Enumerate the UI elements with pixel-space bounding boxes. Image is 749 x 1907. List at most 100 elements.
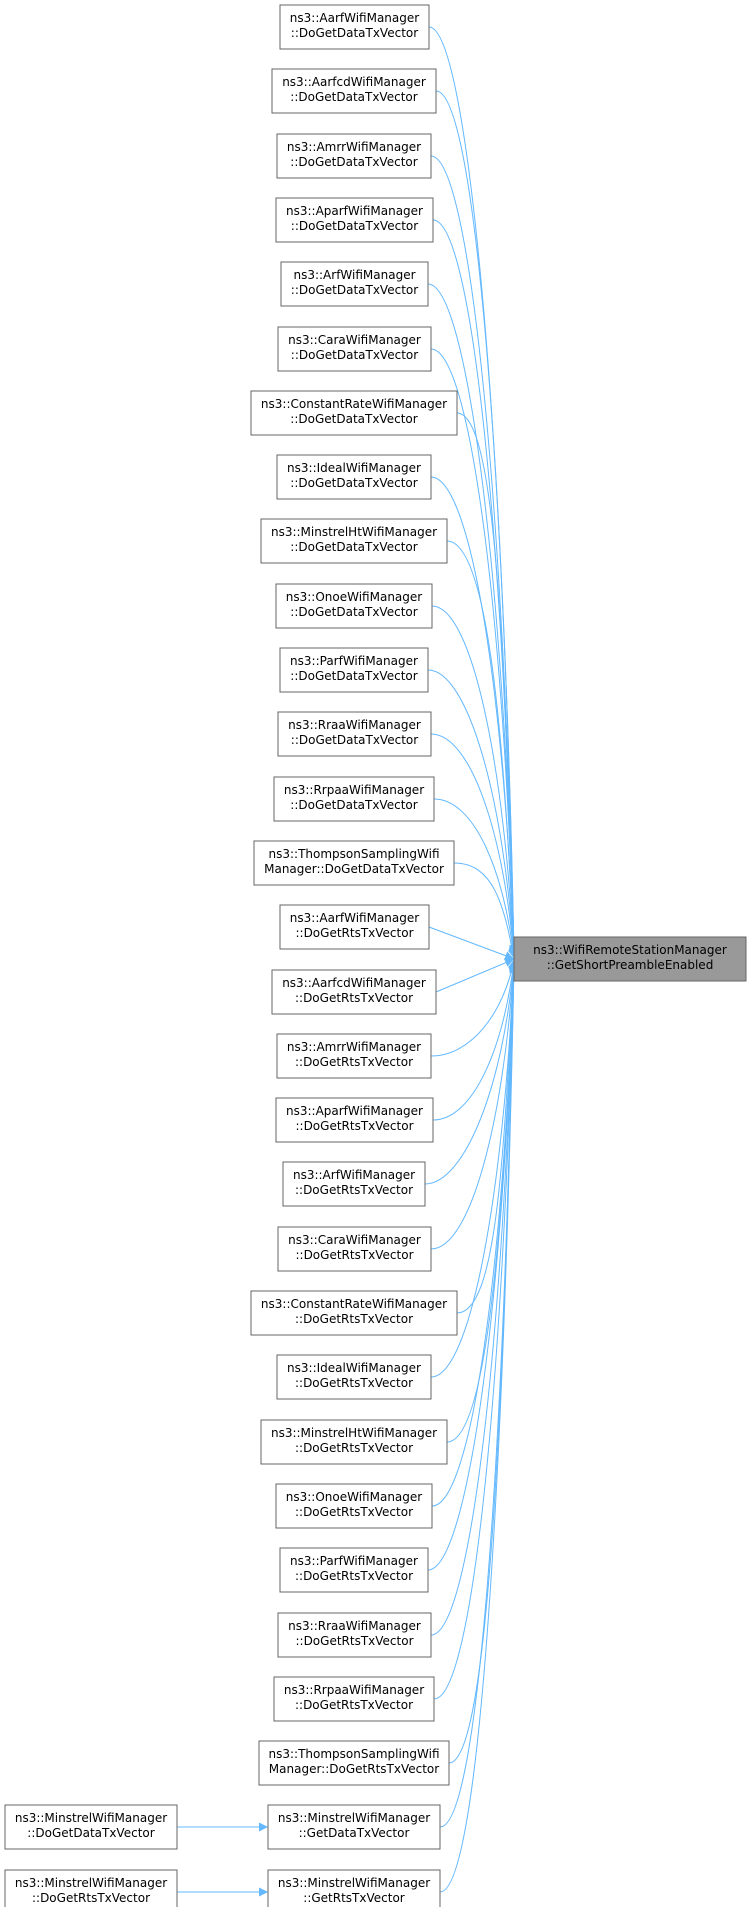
caller-node-onoe-data-label-line2: ::DoGetDataTxVector bbox=[290, 605, 417, 619]
call-edge-rrpaa-data bbox=[433, 798, 518, 959]
caller-node-constantrate-rts[interactable]: ns3::ConstantRateWifiManager::DoGetRtsTx… bbox=[250, 1290, 458, 1336]
caller-node-arf-rts[interactable]: ns3::ArfWifiManager::DoGetRtsTxVector bbox=[282, 1161, 426, 1207]
caller-node-cara-rts[interactable]: ns3::CaraWifiManager::DoGetRtsTxVector bbox=[277, 1226, 432, 1272]
caller-node-arf-data-label-line2: ::DoGetDataTxVector bbox=[291, 283, 418, 297]
call-edge-aarf-rts bbox=[428, 926, 515, 960]
caller-node-aarfcd-rts-label-line2: ::DoGetRtsTxVector bbox=[295, 991, 413, 1005]
caller-node-arf-rts-box bbox=[282, 1161, 426, 1207]
caller-node-constantrate-rts-label-line1: ns3::ConstantRateWifiManager bbox=[261, 1297, 447, 1311]
caller-node-onoe-rts-label-line1: ns3::OnoeWifiManager bbox=[286, 1490, 423, 1504]
caller-node-aarf-rts-label-line2: ::DoGetRtsTxVector bbox=[295, 926, 413, 940]
caller-node-minstrelht-rts[interactable]: ns3::MinstrelHtWifiManager::DoGetRtsTxVe… bbox=[260, 1419, 448, 1465]
caller-node-minstrelht-data[interactable]: ns3::MinstrelHtWifiManager::DoGetDataTxV… bbox=[260, 518, 448, 564]
caller-node-aarf-data-label-line2: ::DoGetDataTxVector bbox=[291, 26, 418, 40]
call-edge-rrpaa-rts bbox=[433, 963, 519, 1700]
call-edge-cara-data bbox=[430, 348, 519, 956]
target-node-box bbox=[513, 936, 747, 982]
caller-node-rrpaa-rts-label-line1: ns3::RrpaaWifiManager bbox=[284, 1683, 424, 1697]
caller-node-rrpaa-rts-box bbox=[273, 1676, 435, 1722]
call-edge-minstrelht-data bbox=[446, 540, 519, 957]
caller-node-aarfcd-data[interactable]: ns3::AarfcdWifiManager::DoGetDataTxVecto… bbox=[271, 68, 437, 114]
caller-node-minstrelht-rts-label-line2: ::DoGetRtsTxVector bbox=[295, 1441, 413, 1455]
caller-node-aarf-rts[interactable]: ns3::AarfWifiManager::DoGetRtsTxVector bbox=[279, 904, 430, 950]
caller-node-cara-data-label-line2: ::DoGetDataTxVector bbox=[291, 348, 418, 362]
caller-node-minstrel-getrts[interactable]: ns3::MinstrelWifiManager::GetRtsTxVector bbox=[267, 1869, 441, 1907]
caller-node-constantrate-data-label-line1: ns3::ConstantRateWifiManager bbox=[261, 397, 447, 411]
caller-node-aarfcd-rts-label-line1: ns3::AarfcdWifiManager bbox=[282, 976, 426, 990]
call-edge-aarfcd-rts bbox=[435, 958, 515, 993]
secondary-node-minstrel-dogetdata-label-line2: ::DoGetDataTxVector bbox=[27, 1826, 154, 1840]
caller-node-rraa-rts-label-line2: ::DoGetRtsTxVector bbox=[295, 1634, 413, 1648]
call-edge-aarfcd-data bbox=[435, 90, 519, 955]
caller-node-thompson-data-label-line1: ns3::ThompsonSamplingWifi bbox=[268, 847, 439, 861]
call-edge-constantrate-data bbox=[456, 412, 519, 957]
caller-node-aarf-rts-label-line1: ns3::AarfWifiManager bbox=[290, 911, 419, 925]
caller-node-rrpaa-rts[interactable]: ns3::RrpaaWifiManager::DoGetRtsTxVector bbox=[273, 1676, 435, 1722]
caller-node-amrr-rts-label-line2: ::DoGetRtsTxVector bbox=[295, 1055, 413, 1069]
caller-node-thompson-rts-label-line1: ns3::ThompsonSamplingWifi bbox=[268, 1747, 439, 1761]
caller-node-aarfcd-rts[interactable]: ns3::AarfcdWifiManager::DoGetRtsTxVector bbox=[271, 969, 437, 1015]
caller-node-amrr-data-box bbox=[276, 133, 432, 179]
caller-node-constantrate-rts-box bbox=[250, 1290, 458, 1336]
caller-node-rraa-data[interactable]: ns3::RraaWifiManager::DoGetDataTxVector bbox=[277, 711, 432, 757]
caller-node-constantrate-data[interactable]: ns3::ConstantRateWifiManager::DoGetDataT… bbox=[250, 390, 458, 436]
caller-node-minstrel-getrts-box bbox=[267, 1869, 441, 1907]
caller-node-parf-rts[interactable]: ns3::ParfWifiManager::DoGetRtsTxVector bbox=[279, 1547, 429, 1593]
call-edge-minstrel-getrts bbox=[439, 964, 519, 1893]
caller-node-thompson-data[interactable]: ns3::ThompsonSamplingWifiManager::DoGetD… bbox=[253, 840, 455, 886]
call-edge-thompson-data bbox=[453, 862, 517, 959]
secondary-node-minstrel-dogetrts[interactable]: ns3::MinstrelWifiManager::DoGetRtsTxVect… bbox=[4, 1869, 178, 1907]
caller-node-onoe-rts-box bbox=[275, 1483, 433, 1529]
caller-node-aparf-data-box bbox=[275, 197, 434, 243]
caller-node-aparf-data-label-line1: ns3::AparfWifiManager bbox=[286, 204, 423, 218]
secondary-node-minstrel-dogetdata-label-line1: ns3::MinstrelWifiManager bbox=[15, 1811, 167, 1825]
caller-node-minstrel-getrts-label-line2: ::GetRtsTxVector bbox=[303, 1891, 405, 1905]
caller-node-thompson-rts-label-line2: Manager::DoGetRtsTxVector bbox=[269, 1762, 439, 1776]
caller-node-aparf-rts[interactable]: ns3::AparfWifiManager::DoGetRtsTxVector bbox=[275, 1097, 434, 1143]
caller-node-cara-rts-label-line1: ns3::CaraWifiManager bbox=[288, 1233, 421, 1247]
caller-node-ideal-data[interactable]: ns3::IdealWifiManager::DoGetDataTxVector bbox=[276, 454, 432, 500]
caller-node-rrpaa-data[interactable]: ns3::RrpaaWifiManager::DoGetDataTxVector bbox=[273, 776, 435, 822]
caller-node-minstrel-getdata[interactable]: ns3::MinstrelWifiManager::GetDataTxVecto… bbox=[267, 1804, 441, 1850]
caller-node-ideal-rts-box bbox=[276, 1354, 432, 1400]
caller-node-rraa-rts-label-line1: ns3::RraaWifiManager bbox=[288, 1619, 421, 1633]
caller-node-rraa-data-label-line2: ::DoGetDataTxVector bbox=[291, 733, 418, 747]
call-edge-onoe-rts bbox=[431, 961, 519, 1507]
caller-node-onoe-rts[interactable]: ns3::OnoeWifiManager::DoGetRtsTxVector bbox=[275, 1483, 433, 1529]
caller-node-arf-data[interactable]: ns3::ArfWifiManager::DoGetDataTxVector bbox=[280, 261, 429, 307]
secondary-node-minstrel-dogetdata-box bbox=[4, 1804, 178, 1850]
call-edge-parf-data bbox=[427, 669, 518, 958]
caller-node-rraa-rts[interactable]: ns3::RraaWifiManager::DoGetRtsTxVector bbox=[277, 1612, 432, 1658]
caller-node-rraa-data-label-line1: ns3::RraaWifiManager bbox=[288, 718, 421, 732]
caller-node-cara-rts-label-line2: ::DoGetRtsTxVector bbox=[295, 1248, 413, 1262]
caller-node-thompson-rts[interactable]: ns3::ThompsonSamplingWifiManager::DoGetR… bbox=[258, 1740, 450, 1786]
caller-node-aparf-data[interactable]: ns3::AparfWifiManager::DoGetDataTxVector bbox=[275, 197, 434, 243]
caller-node-thompson-rts-box bbox=[258, 1740, 450, 1786]
target-node[interactable]: ns3::WifiRemoteStationManager::GetShortP… bbox=[513, 936, 747, 982]
caller-node-parf-data-label-line2: ::DoGetDataTxVector bbox=[290, 669, 417, 683]
caller-node-ideal-data-box bbox=[276, 454, 432, 500]
caller-node-cara-rts-box bbox=[277, 1226, 432, 1272]
caller-node-onoe-data[interactable]: ns3::OnoeWifiManager::DoGetDataTxVector bbox=[275, 583, 433, 629]
caller-node-cara-data-box bbox=[277, 326, 432, 372]
caller-node-parf-data-label-line1: ns3::ParfWifiManager bbox=[290, 654, 418, 668]
caller-node-aarf-data[interactable]: ns3::AarfWifiManager::DoGetDataTxVector bbox=[279, 4, 430, 50]
caller-node-parf-data-box bbox=[279, 647, 429, 693]
caller-node-amrr-rts[interactable]: ns3::AmrrWifiManager::DoGetRtsTxVector bbox=[276, 1033, 432, 1079]
caller-node-parf-rts-box bbox=[279, 1547, 429, 1593]
secondary-node-minstrel-dogetrts-label-line1: ns3::MinstrelWifiManager bbox=[15, 1876, 167, 1890]
caller-node-aarfcd-data-label-line2: ::DoGetDataTxVector bbox=[290, 90, 417, 104]
caller-node-constantrate-rts-label-line2: ::DoGetRtsTxVector bbox=[295, 1312, 413, 1326]
caller-node-amrr-data[interactable]: ns3::AmrrWifiManager::DoGetDataTxVector bbox=[276, 133, 432, 179]
caller-node-cara-data[interactable]: ns3::CaraWifiManager::DoGetDataTxVector bbox=[277, 326, 432, 372]
caller-node-parf-rts-label-line2: ::DoGetRtsTxVector bbox=[295, 1569, 413, 1583]
caller-node-ideal-data-label-line1: ns3::IdealWifiManager bbox=[287, 461, 421, 475]
caller-node-parf-data[interactable]: ns3::ParfWifiManager::DoGetDataTxVector bbox=[279, 647, 429, 693]
secondary-node-minstrel-dogetdata[interactable]: ns3::MinstrelWifiManager::DoGetDataTxVec… bbox=[4, 1804, 178, 1850]
caller-node-rrpaa-data-box bbox=[273, 776, 435, 822]
caller-node-aarf-data-label-line1: ns3::AarfWifiManager bbox=[290, 11, 419, 25]
target-node-label-line1: ns3::WifiRemoteStationManager bbox=[533, 943, 727, 957]
caller-node-onoe-data-box bbox=[275, 583, 433, 629]
caller-node-ideal-rts[interactable]: ns3::IdealWifiManager::DoGetRtsTxVector bbox=[276, 1354, 432, 1400]
caller-node-aparf-rts-label-line1: ns3::AparfWifiManager bbox=[286, 1104, 423, 1118]
